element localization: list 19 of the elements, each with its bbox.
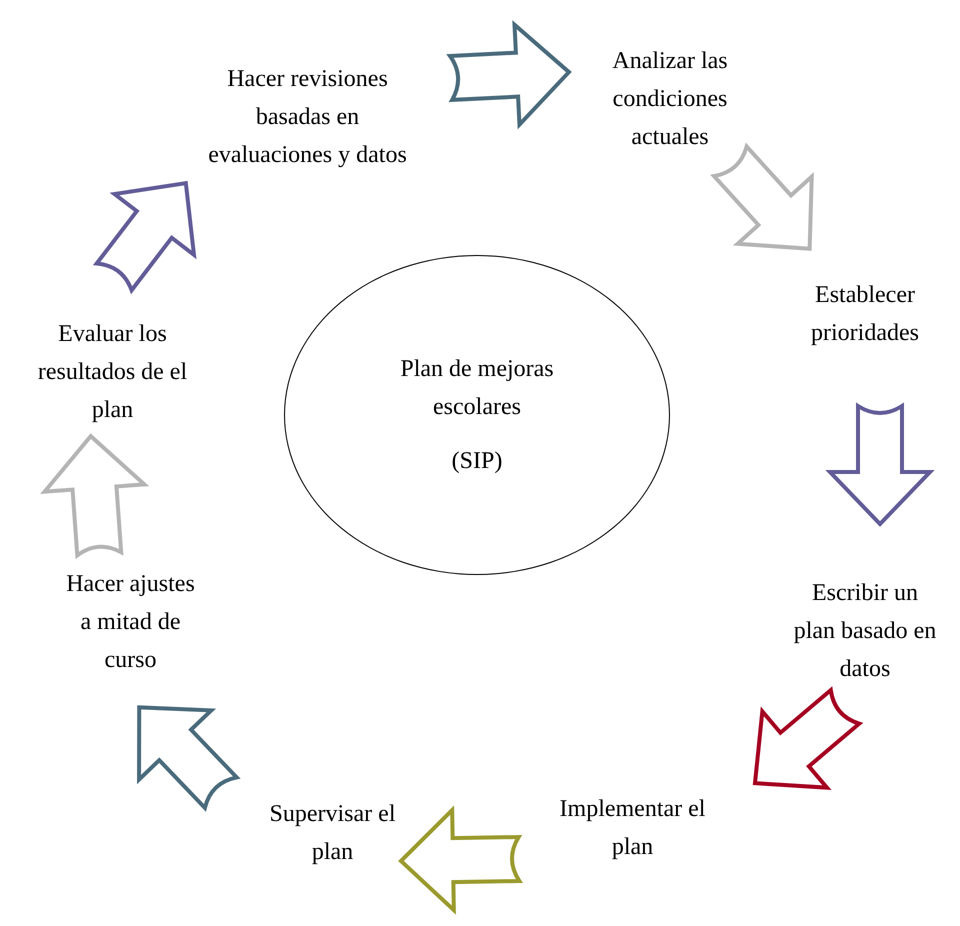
step-label: Analizar las condiciones actuales <box>611 47 729 152</box>
block-arrow <box>712 144 814 251</box>
block-arrow <box>42 434 146 558</box>
step-label: Establecer prioridades <box>810 281 920 348</box>
step-label: Escribir un plan basado en datos <box>792 579 938 684</box>
block-arrow <box>752 688 862 790</box>
block-arrow <box>399 808 522 912</box>
step-label: Hacer revisiones basadas en evaluaciones y datos <box>207 65 408 170</box>
node-title: Plan de mejoras escolares <box>399 355 555 422</box>
ellipse-node <box>284 255 670 575</box>
block-arrow <box>94 181 196 292</box>
step-label: Evaluar los resultados de el plan <box>36 320 188 425</box>
block-arrow <box>448 22 571 127</box>
step-label: Hacer ajustes a mitad de curso <box>65 570 196 675</box>
step-label: Supervisar el plan <box>268 800 396 867</box>
step-label: Implementar el plan <box>558 795 706 862</box>
block-arrow <box>828 404 932 526</box>
block-arrow <box>137 705 239 810</box>
node-subtitle: (SIP) <box>450 447 504 476</box>
